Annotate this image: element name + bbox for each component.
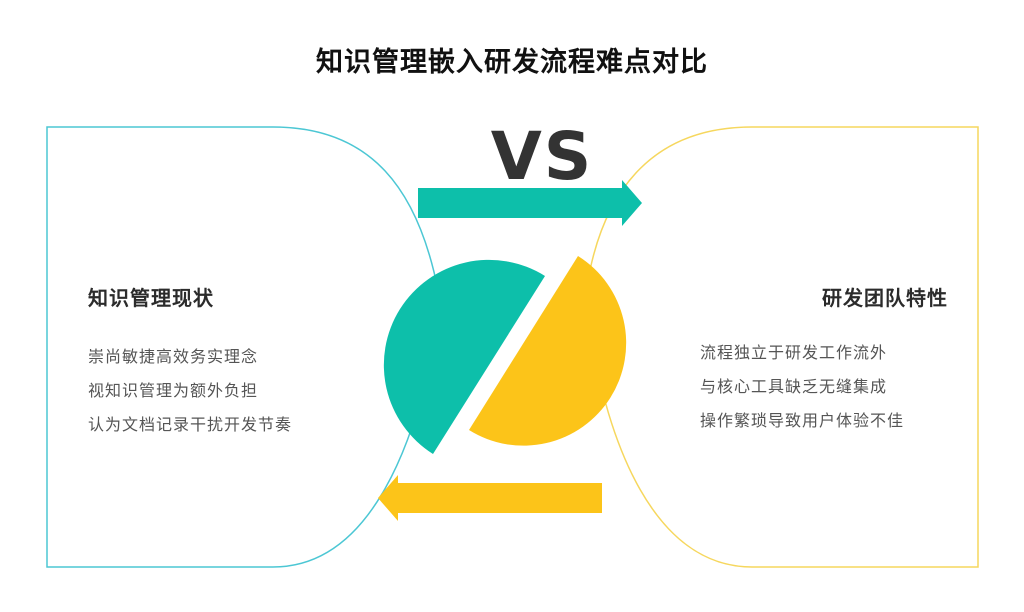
left-arrow-shape: [378, 475, 602, 521]
left-panel-heading: 知识管理现状: [88, 286, 214, 310]
yellow-half-circle: [469, 256, 627, 446]
right-arrow-shape: [418, 180, 642, 226]
page-title: 知识管理嵌入研发流程难点对比: [316, 47, 708, 78]
list-item: 认为文档记录干扰开发节奏: [88, 415, 293, 434]
right-panel-heading: 研发团队特性: [822, 286, 948, 310]
vs-label: VS: [490, 118, 594, 195]
list-item: 流程独立于研发工作流外: [700, 343, 888, 362]
list-item: 视知识管理为额外负担: [88, 381, 259, 400]
list-item: 与核心工具缺乏无缝集成: [700, 377, 888, 396]
teal-half-circle: [383, 259, 545, 454]
left-panel-list: 崇尚敏捷高效务实理念 视知识管理为额外负担 认为文档记录干扰开发节奏: [88, 340, 292, 442]
right-panel-list: 流程独立于研发工作流外 与核心工具缺乏无缝集成 操作繁琐导致用户体验不佳: [700, 336, 904, 438]
list-item: 崇尚敏捷高效务实理念: [88, 347, 259, 366]
list-item: 操作繁琐导致用户体验不佳: [700, 411, 905, 430]
